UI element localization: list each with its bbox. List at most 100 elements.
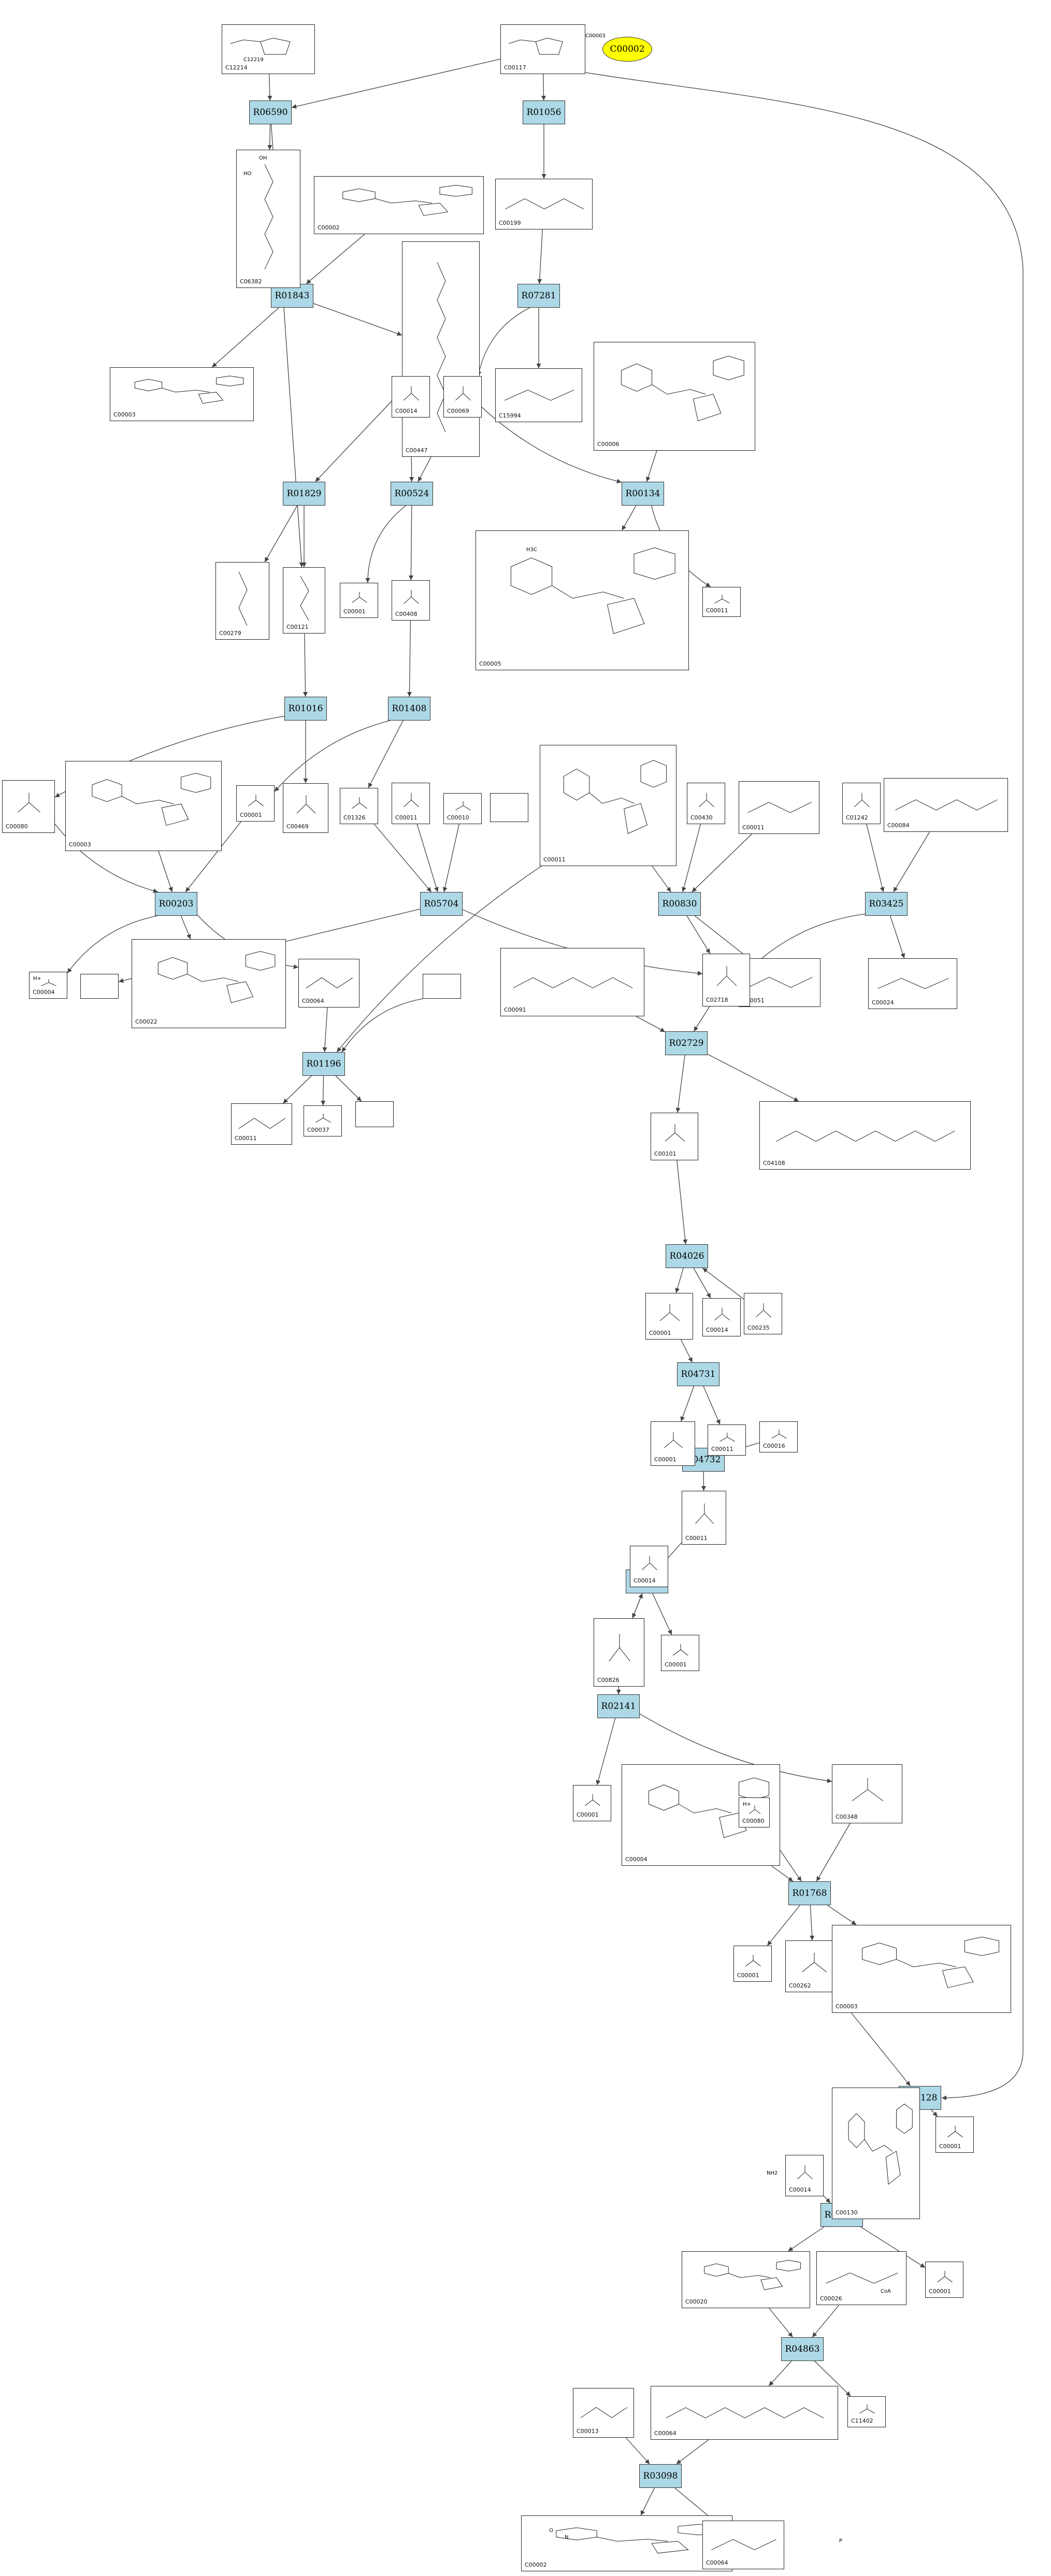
compound-id: C15994 <box>499 412 521 419</box>
compound-node[interactable]: C00101 <box>651 1113 698 1160</box>
compound-node[interactable]: C00014 <box>785 2155 824 2196</box>
compound-node[interactable]: C00121 <box>283 567 325 634</box>
compound-node[interactable]: C00080 <box>2 780 55 833</box>
compound-node[interactable]: C00014 <box>630 1546 668 1587</box>
compound-node[interactable]: C00016 <box>759 1421 798 1452</box>
structure-icon <box>665 1124 685 1142</box>
compound-node[interactable]: C00235 <box>744 1293 782 1334</box>
compound-node[interactable]: C00010 <box>443 793 482 824</box>
compound-node[interactable]: C00001 <box>651 1421 695 1466</box>
compound-node[interactable]: C00011 <box>231 1103 292 1145</box>
reaction-node[interactable]: R00830 <box>658 892 701 916</box>
compound-node[interactable]: C00002 <box>521 2515 732 2571</box>
compound-node[interactable]: C00014 <box>702 1298 741 1336</box>
compound-node[interactable]: C00084 <box>884 778 1008 832</box>
reaction-node[interactable]: R01829 <box>283 482 325 506</box>
reaction-node[interactable]: R00134 <box>622 482 664 506</box>
compound-node[interactable]: C00020 <box>682 2251 810 2308</box>
compound-node[interactable]: C00064 <box>298 959 359 1008</box>
compound-node[interactable]: C12214 <box>222 24 315 74</box>
reaction-node[interactable]: R02729 <box>665 1031 708 1055</box>
compound-node[interactable]: C04108 <box>759 1101 971 1170</box>
reaction-node[interactable]: R07281 <box>517 284 560 308</box>
compound-node[interactable]: C00003 <box>65 761 222 851</box>
compound-node[interactable]: C00001 <box>645 1293 693 1340</box>
compound-node[interactable]: C00003 <box>110 367 254 421</box>
reaction-node[interactable]: R03425 <box>865 892 908 916</box>
compound-node[interactable]: C00199 <box>495 179 593 229</box>
compound-node[interactable]: C00026 <box>816 2251 906 2305</box>
compound-node[interactable]: C02718 <box>702 954 750 1006</box>
compound-node[interactable]: C00001 <box>733 1946 772 1982</box>
compound-node[interactable]: C01242 <box>842 783 881 824</box>
reaction-node[interactable]: R04863 <box>781 2337 824 2361</box>
reaction-node[interactable]: R03098 <box>639 2464 682 2488</box>
compound-node[interactable]: C00001 <box>661 1635 699 1671</box>
reaction-node[interactable]: R01016 <box>284 697 327 721</box>
reaction-node[interactable]: R04026 <box>666 1244 708 1268</box>
compound-node[interactable]: C00408 <box>392 580 430 621</box>
compound-node[interactable]: C00430 <box>687 783 725 824</box>
reaction-node[interactable]: R01056 <box>523 100 565 124</box>
compound-node[interactable]: C00051 <box>739 958 820 1007</box>
compound-node[interactable]: C00279 <box>215 562 269 640</box>
empty-compound-node[interactable] <box>423 974 461 999</box>
compound-node[interactable]: C00014 <box>392 376 430 418</box>
compound-node[interactable]: C00069 <box>443 376 482 418</box>
reaction-node[interactable]: R06590 <box>249 100 292 124</box>
reaction-node[interactable]: R00524 <box>391 482 433 506</box>
reaction-node[interactable]: R00203 <box>155 892 197 916</box>
compound-node[interactable]: C00064 <box>702 2521 784 2569</box>
compound-node[interactable]: C00826 <box>594 1618 644 1687</box>
compound-node[interactable]: C00002 <box>314 176 484 234</box>
empty-compound-node[interactable] <box>355 1101 394 1127</box>
compound-node[interactable]: C00004 <box>29 972 67 999</box>
compound-node[interactable]: C00024 <box>868 958 957 1009</box>
compound-node[interactable]: C00005 <box>476 530 689 670</box>
structure-icon <box>797 2165 813 2180</box>
pathway-edge <box>158 851 173 893</box>
compound-node[interactable]: C00348 <box>832 1764 902 1823</box>
compound-node[interactable]: C00011 <box>540 745 676 866</box>
pathway-edge <box>675 1055 685 1113</box>
compound-node[interactable]: C15994 <box>495 368 582 422</box>
compound-node[interactable]: C00080 <box>739 1797 770 1827</box>
compound-node[interactable]: C00001 <box>935 2117 974 2153</box>
reaction-node[interactable]: R05704 <box>420 892 463 916</box>
compound-node[interactable]: C00001 <box>340 583 378 618</box>
pathway-edge <box>211 307 279 368</box>
compound-node[interactable]: C00001 <box>573 1785 611 1821</box>
compound-node[interactable]: C00091 <box>500 948 644 1016</box>
structure-icon <box>455 386 471 401</box>
compound-node[interactable]: C00117 <box>500 24 585 74</box>
reaction-node[interactable]: R04731 <box>677 1362 719 1386</box>
compound-node[interactable]: C00037 <box>304 1105 342 1136</box>
compound-node[interactable]: C00469 <box>283 783 328 833</box>
highlight-compound[interactable]: C00002 <box>602 37 652 62</box>
reaction-node[interactable]: R01768 <box>788 1881 831 1905</box>
compound-node[interactable]: C00011 <box>682 1491 726 1545</box>
empty-compound-node[interactable] <box>80 974 119 999</box>
compound-node[interactable]: C00001 <box>925 2262 963 2298</box>
compound-node[interactable]: C01326 <box>340 788 378 824</box>
compound-node[interactable]: C00013 <box>573 2388 634 2438</box>
compound-node[interactable]: C00011 <box>708 1424 746 1456</box>
compound-node[interactable]: C00022 <box>132 939 286 1028</box>
reaction-node[interactable]: R02141 <box>597 1694 640 1718</box>
compound-node[interactable]: C00064 <box>651 2386 838 2440</box>
reaction-node[interactable]: R01196 <box>303 1052 345 1076</box>
compound-node[interactable]: C11402 <box>847 2396 886 2427</box>
compound-node[interactable]: C00011 <box>739 781 819 834</box>
compound-node[interactable]: C00011 <box>702 587 741 617</box>
compound-node[interactable]: C00006 <box>594 342 755 451</box>
compound-node[interactable]: C00003 <box>832 1925 1011 2013</box>
pathway-edge <box>274 720 390 792</box>
compound-node[interactable]: C06382 <box>236 150 300 288</box>
compound-node[interactable]: C00001 <box>236 785 275 822</box>
empty-compound-node[interactable] <box>490 793 528 822</box>
compound-node[interactable]: C00130 <box>832 2088 920 2219</box>
pathway-edge <box>632 1593 643 1619</box>
compound-node[interactable]: C00447 <box>402 241 480 457</box>
compound-node[interactable]: C00011 <box>392 783 430 824</box>
reaction-node[interactable]: R01408 <box>388 697 430 721</box>
